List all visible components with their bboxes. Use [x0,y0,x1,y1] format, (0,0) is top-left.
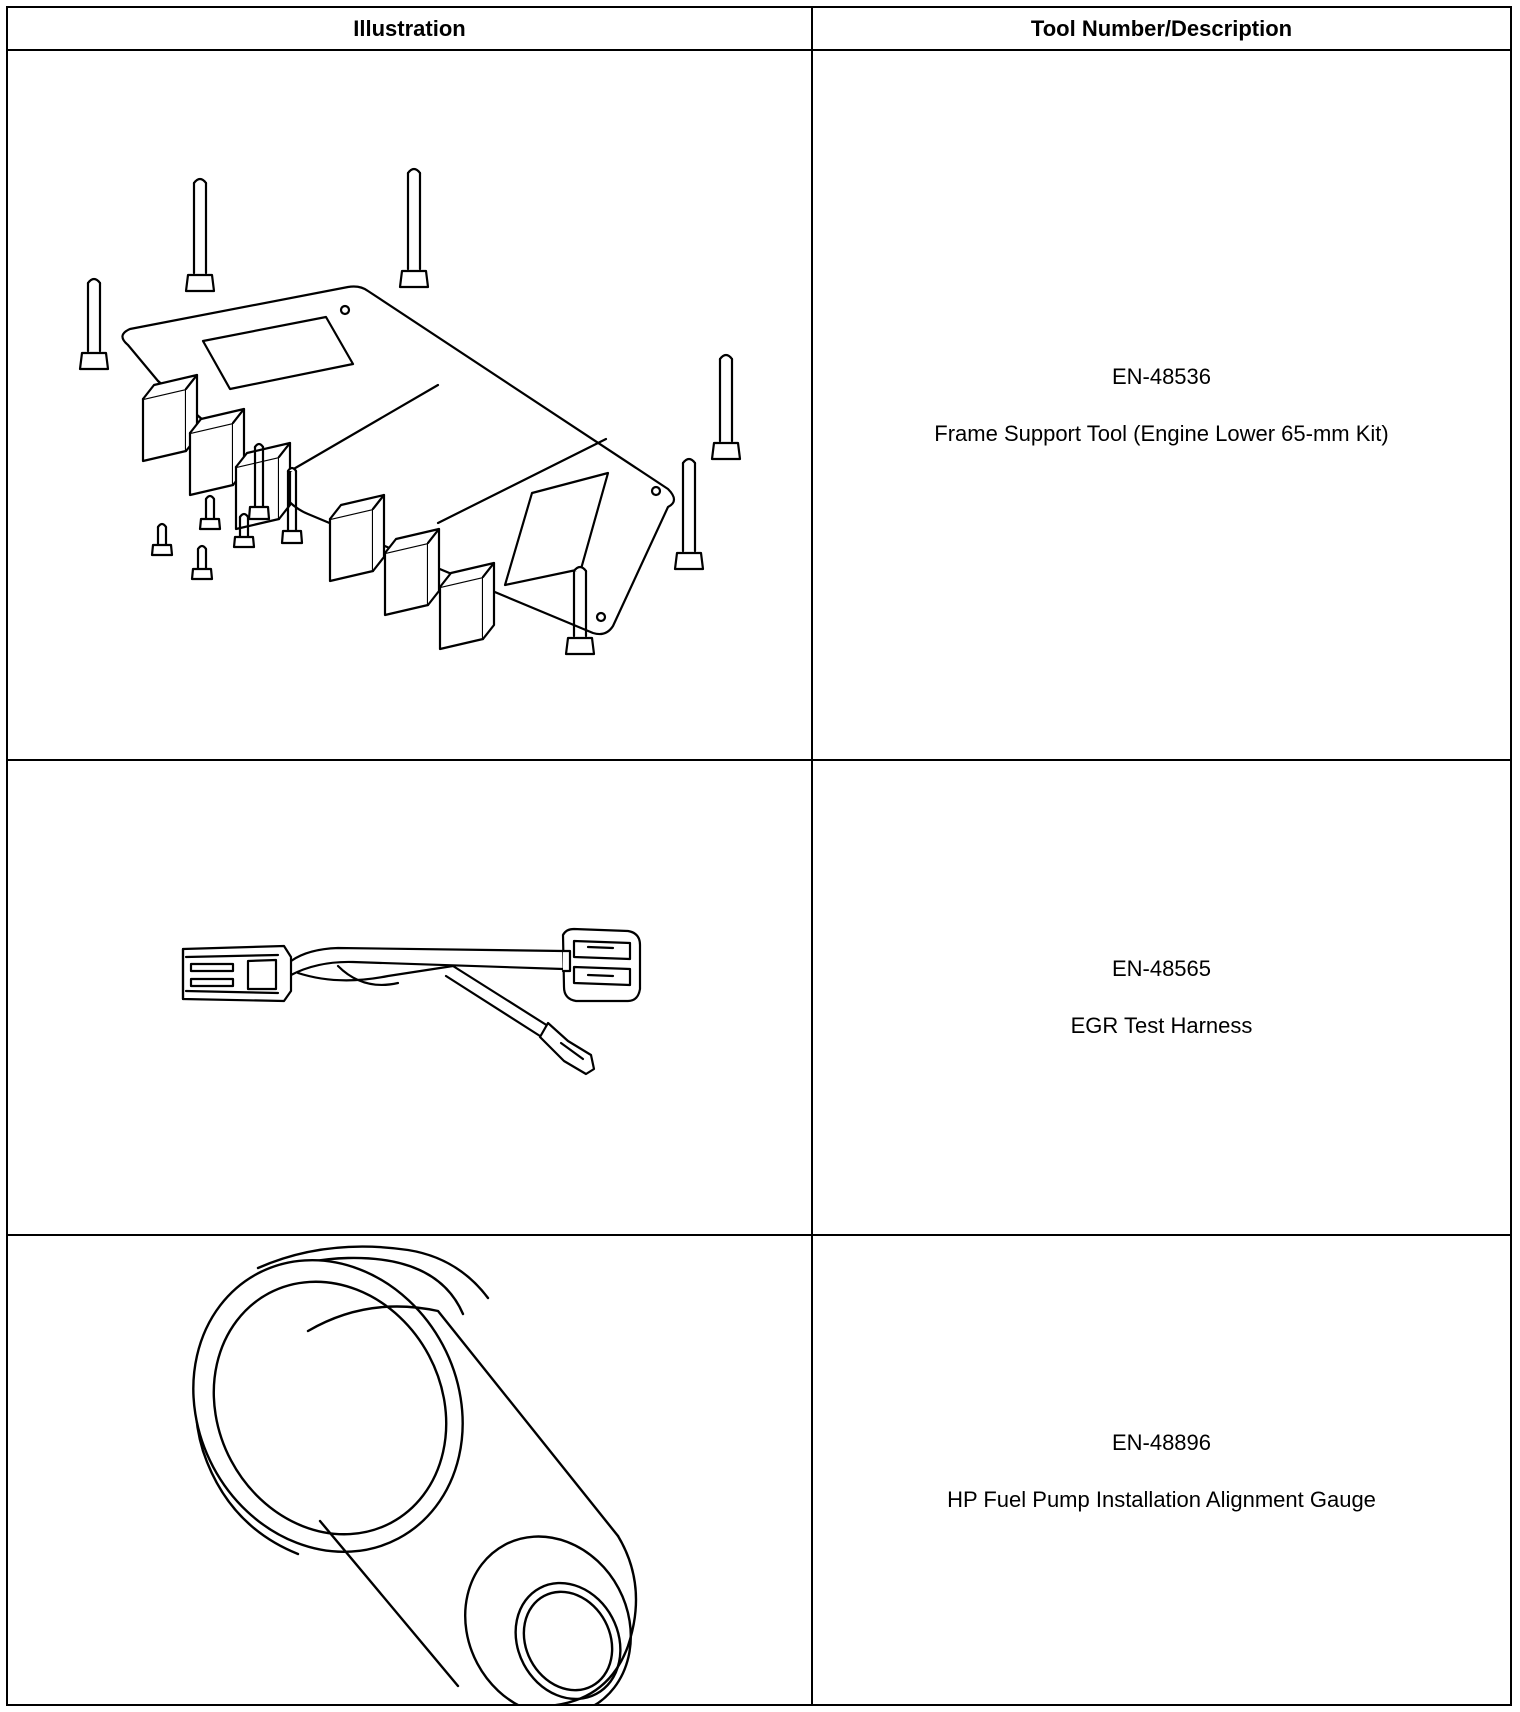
column-divider [811,8,813,1704]
tool-table: Illustration Tool Number/Description [6,6,1512,1706]
alignment-gauge-illustration [192,1245,638,1706]
description-cell-row-3: EN-48896 HP Fuel Pump Installation Align… [813,1236,1510,1706]
header-tool-description: Tool Number/Description [1030,16,1293,41]
header-illustration: Illustration [353,16,466,41]
tool-number: EN-48565 [1111,956,1212,981]
illustration-cell-row-1 [8,51,811,759]
header-divider [8,49,1510,51]
frame-support-tool-illustration [78,167,742,656]
illustration-cell-row-2 [8,761,811,1234]
tool-number: EN-48896 [1111,1429,1212,1455]
egr-test-harness-illustration [181,927,642,1076]
tool-description: HP Fuel Pump Installation Alignment Gaug… [947,1486,1376,1512]
row-divider [8,1234,1510,1236]
tool-number: EN-48536 [1111,363,1212,389]
description-cell-row-2: EN-48565 EGR Test Harness [813,761,1510,1234]
tool-description: EGR Test Harness [1070,1013,1253,1038]
tool-description: Frame Support Tool (Engine Lower 65-mm K… [934,420,1389,446]
description-cell-row-1: EN-48536 Frame Support Tool (Engine Lowe… [813,51,1510,759]
illustration-cell-row-3 [8,1236,811,1706]
row-divider [8,759,1510,761]
